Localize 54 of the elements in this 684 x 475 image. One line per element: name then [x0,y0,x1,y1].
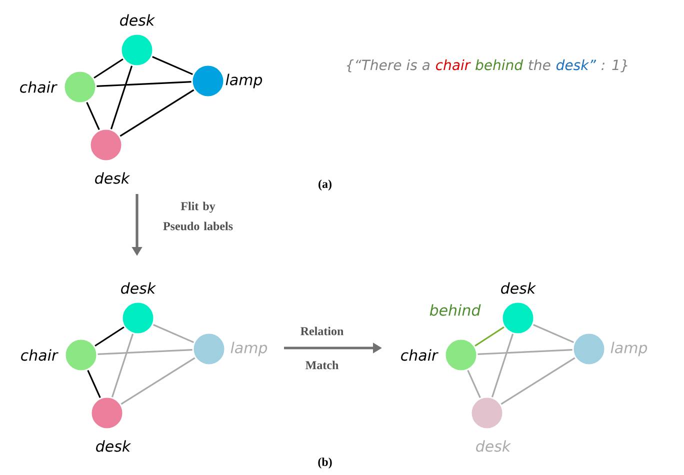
graph-edge [87,370,101,398]
graph-node: desk [121,282,156,335]
node-label: lamp [610,342,648,356]
graph-edge [94,326,124,347]
graph-edge [152,56,193,76]
panel-label: (b) [318,458,332,468]
node-label: desk [95,172,130,184]
arrow-label: Match [306,360,338,370]
graph-node: desk [120,14,156,67]
edge-label: behind [428,303,482,317]
graph-edge [500,357,576,405]
graph-edge [110,66,133,130]
graph-edge [533,324,574,344]
graph-node: chair [21,338,98,372]
quote-text: desk” [556,59,596,70]
graph-edge [478,349,572,356]
quote-text: : 1} [602,59,628,72]
node-label: desk [120,14,156,26]
graph-edge [86,102,100,130]
quote-text: the [528,59,550,70]
node-label: desk [501,282,536,294]
graph-node: chair [401,338,478,372]
graph-node: lamp [192,332,268,366]
graph-edge [491,334,514,398]
node-label: chair [401,349,438,361]
arrow-label: Relation [300,326,344,336]
quote-text: chair [436,59,471,70]
graph-edge [98,349,192,356]
graph-node: desk [501,282,536,335]
graph-edge [94,58,124,79]
node-label: chair [20,81,58,93]
graph-edge [474,326,504,347]
graph-node: desk [470,396,512,452]
node-label: chair [21,349,58,361]
quote-text: {“There is a [346,59,430,72]
graph-node: desk [89,128,130,184]
graph-edge [153,324,194,344]
graph-node: chair [20,70,97,104]
graph-node: lamp [572,332,648,366]
graph-edge [120,357,196,405]
graph-node: lamp [191,64,262,98]
graph-edge [111,334,134,398]
node-label: desk [121,282,156,294]
graph-edge [96,81,192,88]
graph-edge [467,370,481,398]
node-label: lamp [230,342,268,356]
graph-node: desk [90,396,132,452]
node-label: lamp [226,74,262,88]
quote-text: behind [476,59,524,70]
node-label: desk [96,440,132,452]
arrow-label: Flit by Pseudo labels [163,202,233,230]
graph-edge [120,89,194,137]
panel-label: (a) [318,180,332,190]
node-label: desk [476,440,512,452]
